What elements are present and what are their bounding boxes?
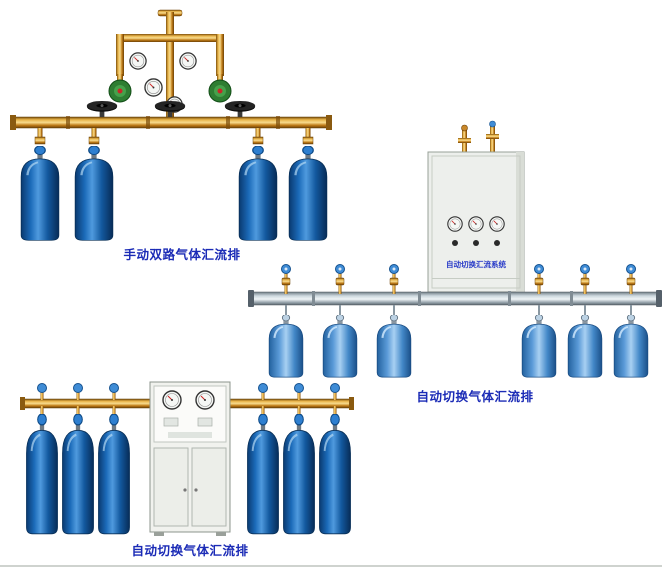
control-knob	[452, 240, 458, 246]
pressure-gauge	[129, 52, 147, 70]
valve-handwheel	[154, 100, 186, 117]
cylinder-valve	[335, 264, 345, 294]
pressure-gauge	[144, 78, 163, 97]
gas-cylinder	[567, 315, 603, 379]
product-caption: 自动切换气体汇流排	[416, 390, 534, 404]
cylinder-valve	[534, 264, 544, 294]
gas-cylinder	[74, 146, 114, 242]
gas-cylinder	[25, 414, 59, 536]
pressure-regulator	[208, 74, 232, 103]
gas-cylinder	[61, 414, 95, 536]
cylinder-valve	[389, 264, 399, 294]
cabinet-door	[153, 447, 189, 527]
label-strip	[168, 432, 212, 438]
auto-switch-wall-illustration: 自动切换汇流系统	[248, 120, 662, 379]
inlet-valve-knob	[461, 124, 468, 132]
control-cabinet: 自动切换汇流系统	[427, 120, 525, 293]
cylinder-valve	[626, 264, 636, 294]
door-handle	[183, 488, 187, 492]
gas-cylinder	[246, 414, 280, 536]
door-handle	[194, 488, 198, 492]
cylinder-connection-valves	[37, 383, 340, 418]
pressure-gauge	[447, 216, 463, 232]
control-knob	[494, 240, 500, 246]
manifold-pipe	[248, 290, 662, 307]
control-cabinet	[149, 381, 231, 536]
cylinder-connection-valves	[34, 128, 314, 145]
pressure-gauge	[195, 390, 215, 410]
inlet-valve-knob	[489, 120, 496, 128]
gas-cylinder	[20, 146, 60, 242]
product-caption: 手动双路气体汇流排	[123, 248, 241, 262]
manifold-piping	[10, 9, 332, 130]
valve-handwheel	[86, 100, 118, 117]
manual-dual-manifold-illustration	[10, 9, 332, 242]
control-knob	[473, 240, 479, 246]
gas-cylinder	[238, 146, 278, 242]
cabinet-door	[191, 447, 227, 527]
pressure-gauge	[179, 52, 197, 70]
gas-cylinder	[613, 315, 649, 379]
pressure-regulator	[108, 74, 132, 103]
gas-cylinder	[97, 414, 131, 536]
auto-switch-floor-illustration	[20, 381, 354, 536]
gas-cylinder	[268, 315, 304, 379]
gas-cylinder	[318, 414, 352, 536]
gas-cylinder	[282, 414, 316, 536]
cylinder-valve	[281, 264, 291, 294]
gas-cylinder	[288, 146, 328, 242]
pressure-gauge	[162, 390, 182, 410]
gas-cylinder	[521, 315, 557, 379]
valve-handwheel	[224, 100, 256, 117]
product-caption: 自动切换气体汇流排	[131, 544, 249, 558]
cylinder-valve	[580, 264, 590, 294]
cabinet-label: 自动切换汇流系统	[446, 259, 506, 269]
gas-cylinder	[376, 315, 412, 379]
page-bottom-rule	[0, 565, 662, 567]
gas-cylinder	[322, 315, 358, 379]
pressure-gauge	[468, 216, 484, 232]
pressure-gauge	[489, 216, 505, 232]
indicator-plate	[197, 417, 213, 427]
indicator-plate	[163, 417, 179, 427]
